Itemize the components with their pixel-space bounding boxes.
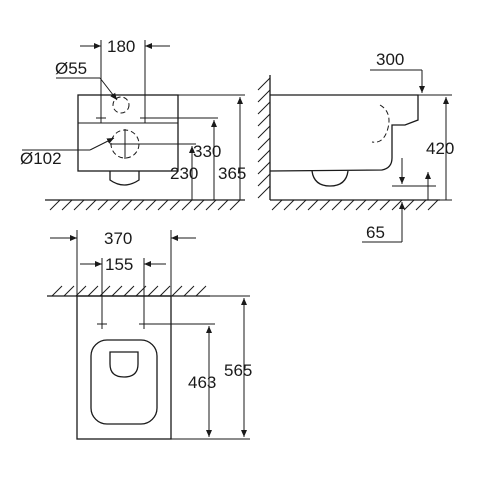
side-toilet-profile: [269, 94, 419, 172]
side-pipe-dashed: [371, 104, 390, 143]
dim-o102-label: Ø102: [20, 149, 62, 168]
side-wall-hatch: [257, 77, 271, 199]
side-view: 300 420 65: [257, 50, 454, 243]
dim-300-label: 300: [376, 50, 404, 69]
dim-o55-label: Ø55: [55, 59, 87, 78]
front-fixing-right: [140, 113, 150, 123]
top-seat: [90, 339, 158, 425]
top-view: 370 155 463 565: [47, 229, 252, 440]
dim-463-label: 463: [188, 373, 216, 392]
dim-330-label: 330: [193, 142, 221, 161]
dim-365-label: 365: [218, 164, 246, 183]
dim-370-label: 370: [104, 229, 132, 248]
dim-180-label: 180: [107, 37, 135, 56]
front-pipe-small: [112, 96, 130, 114]
dim-65-label: 65: [366, 223, 385, 242]
dim-420-label: 420: [426, 139, 454, 158]
front-floor-hatch: [49, 199, 241, 211]
front-toilet-body: [77, 94, 179, 172]
side-outlet-bowl: [311, 170, 349, 187]
top-fixing-left: [97, 319, 107, 329]
dim-565-label: 565: [224, 361, 252, 380]
top-toilet-outline: [76, 295, 172, 440]
front-outlet-bowl: [109, 171, 140, 186]
top-wall-hatch: [51, 285, 207, 297]
top-fixing-right: [139, 319, 149, 329]
front-fixing-left: [96, 113, 106, 123]
side-floor-hatch: [271, 199, 439, 211]
top-bowl-hole: [109, 351, 139, 378]
front-view: 180 Ø55 Ø102 330 230 365: [20, 37, 246, 211]
dim-230-label: 230: [170, 164, 198, 183]
dim-155-label: 155: [105, 255, 133, 274]
